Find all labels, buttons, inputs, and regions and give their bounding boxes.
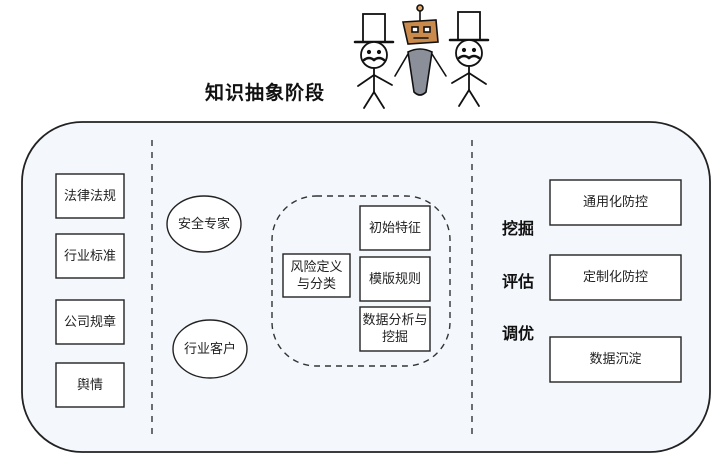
output-box-3 [549,336,682,383]
risk-definition-line-1: 风险定义 [290,259,343,275]
diagram-title: 知识抽象阶段 [205,82,326,104]
step-label-3: 数据分析与 挖掘 [360,307,430,351]
step-label-2: 模版规则 [360,257,430,301]
step-3-line-2: 挖掘 [381,330,408,345]
risk-definition-line-2: 与分类 [296,276,336,292]
mid-label-mining: 挖掘 [501,219,534,238]
step-box-2 [359,256,431,302]
step-2-line-1: 模版规则 [368,271,421,287]
source-label-4: 舆情 [76,377,103,393]
step-label-1: 初始特征 [360,206,430,250]
mid-label-evaluation: 评估 [501,272,534,291]
robot-figure-icon [394,4,447,96]
mid-label-tuning: 调优 [501,324,534,343]
source-label-3: 公司规章 [63,314,116,330]
expert-label-1: 安全专家 [177,216,230,232]
risk-definition-box [282,253,351,298]
step-box-3 [359,306,431,352]
step-3-line-1: 数据分析与 [362,313,428,328]
output-box-2 [549,254,682,301]
source-box-3 [55,299,125,345]
expert-circle-2 [172,319,248,379]
stick-figure-left-icon [353,13,395,109]
output-label-3: 数据沉淀 [589,352,642,367]
step-box-1 [359,205,431,251]
source-label-1: 法律法规 [63,188,116,204]
stick-figure-right-icon [448,11,490,107]
source-box-2 [55,233,125,279]
expert-circle-1 [166,195,242,253]
source-box-1 [55,173,125,219]
process-group [271,195,451,367]
source-label-2: 行业标准 [63,248,116,264]
risk-definition-label: 风险定义 与分类 [283,254,350,297]
output-label-2: 定制化防控 [582,270,648,285]
step-1-line-1: 初始特征 [368,220,421,236]
output-label-1: 通用化防控 [582,195,648,210]
source-box-4 [55,362,125,408]
output-box-1 [549,179,682,226]
expert-label-2: 行业客户 [183,341,236,357]
